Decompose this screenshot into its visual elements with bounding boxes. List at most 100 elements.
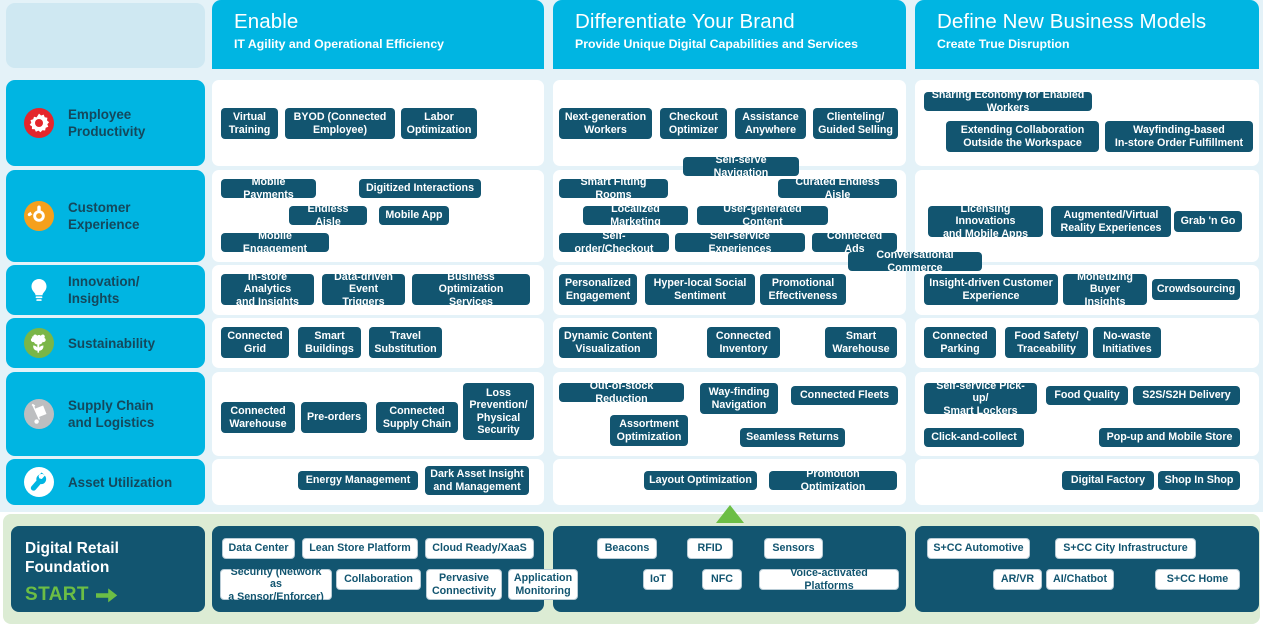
- chip-data-driven-event-triggers[interactable]: Data-driven Event Triggers: [322, 271, 405, 308]
- column-title: Define New Business Models: [937, 10, 1207, 33]
- chip-connected-warehouse[interactable]: Connected Warehouse: [221, 402, 295, 433]
- chip-promotion-optimization[interactable]: Promotion Optimization: [769, 468, 897, 493]
- chip-curated-endless-aisle[interactable]: Curated Endless Aisle: [778, 176, 897, 201]
- chip-s-cc-city-infrastructure[interactable]: S+CC City Infrastructure: [1055, 538, 1196, 559]
- chip-lean-store-platform[interactable]: Lean Store Platform: [302, 538, 418, 559]
- chip-self-serve-navigation[interactable]: Self-serve Navigation: [683, 154, 799, 179]
- column-subtitle: Provide Unique Digital Capabilities and …: [575, 37, 858, 51]
- chip-connected-inventory[interactable]: Connected Inventory: [707, 327, 780, 358]
- chip-voice-activated-platforms[interactable]: Voice-activated Platforms: [759, 567, 899, 592]
- chip-assistance-anywhere[interactable]: Assistance Anywhere: [735, 108, 806, 139]
- chip-data-center[interactable]: Data Center: [222, 538, 295, 559]
- chip-connected-fleets[interactable]: Connected Fleets: [791, 386, 898, 405]
- chip-pop-up-and-mobile-store[interactable]: Pop-up and Mobile Store: [1099, 428, 1240, 447]
- chip-self-order-checkout[interactable]: Self-order/Checkout: [559, 230, 669, 255]
- chip-s2s-s2h-delivery[interactable]: S2S/S2H Delivery: [1133, 386, 1240, 405]
- chip-sharing-economy-enabled-workers[interactable]: Sharing Economy for Enabled Workers: [924, 89, 1092, 114]
- chip-connected-ads[interactable]: Connected Ads: [812, 230, 897, 255]
- chip-application-monitoring[interactable]: Application Monitoring: [508, 569, 578, 600]
- chip-licensing-innovations[interactable]: Licensing Innovations and Mobile Apps: [928, 203, 1043, 240]
- chip-digitized-interactions[interactable]: Digitized Interactions: [359, 179, 481, 198]
- row-label-text: Innovation/ Insights: [68, 274, 140, 306]
- chip-insight-driven-customer-experience[interactable]: Insight-driven Customer Experience: [924, 274, 1058, 305]
- chip-wayfinding-based-fulfillment[interactable]: Wayfinding-based In-store Order Fulfillm…: [1105, 121, 1253, 152]
- chip-way-finding-navigation[interactable]: Way-finding Navigation: [700, 383, 778, 414]
- chip-endless-aisle[interactable]: Endless Aisle: [289, 203, 367, 228]
- chip-promotional-effectiveness[interactable]: Promotional Effectiveness: [760, 274, 846, 305]
- row-label-text: Asset Utilization: [68, 474, 173, 490]
- chip-food-quality[interactable]: Food Quality: [1046, 386, 1128, 405]
- chip-smart-warehouse[interactable]: Smart Warehouse: [825, 327, 897, 358]
- chip-click-and-collect[interactable]: Click-and-collect: [924, 428, 1024, 447]
- chip-user-generated-content[interactable]: User-generated Content: [697, 203, 828, 228]
- hand-truck-icon: [22, 397, 56, 431]
- chip-hyper-local-social-sentiment[interactable]: Hyper-local Social Sentiment: [645, 274, 755, 305]
- chip-labor-optimization[interactable]: Labor Optimization: [401, 108, 477, 139]
- chip-augmented-virtual-reality[interactable]: Augmented/Virtual Reality Experiences: [1051, 206, 1171, 237]
- chip-pre-orders[interactable]: Pre-orders: [301, 402, 367, 433]
- chip-connected-grid[interactable]: Connected Grid: [221, 327, 289, 358]
- chip-digital-factory[interactable]: Digital Factory: [1062, 471, 1154, 490]
- row-label-customer-experience[interactable]: Customer Experience: [6, 170, 205, 262]
- chip-rfid[interactable]: RFID: [687, 538, 733, 559]
- chip-business-optimization-services[interactable]: Business Optimization Services: [412, 271, 530, 308]
- row-label-supply-chain-and-logistics[interactable]: Supply Chain and Logistics: [6, 372, 205, 456]
- chip-next-generation-workers[interactable]: Next-generation Workers: [559, 108, 652, 139]
- chip-s-cc-home[interactable]: S+CC Home: [1155, 569, 1240, 590]
- chip-mobile-engagement[interactable]: Mobile Engagement: [221, 230, 329, 255]
- chip-conversational-commerce[interactable]: Conversational Commerce: [848, 249, 982, 274]
- gear-icon: [22, 106, 56, 140]
- chip-connected-supply-chain[interactable]: Connected Supply Chain: [376, 402, 458, 433]
- chip-connected-parking[interactable]: Connected Parking: [924, 327, 996, 358]
- row-label-sustainability[interactable]: Sustainability: [6, 318, 205, 368]
- chip-shop-in-shop[interactable]: Shop In Shop: [1158, 471, 1240, 490]
- chip-mobile-app[interactable]: Mobile App: [379, 206, 449, 225]
- chip-clienteling-guided-selling[interactable]: Clienteling/ Guided Selling: [813, 108, 898, 139]
- chip-layout-optimization[interactable]: Layout Optimization: [644, 471, 757, 490]
- chip-security-network-as-a-sensor[interactable]: Security (Network as a Sensor/Enforcer): [220, 566, 332, 603]
- chip-crowdsourcing[interactable]: Crowdsourcing: [1152, 279, 1240, 300]
- chip-travel-substitution[interactable]: Travel Substitution: [369, 327, 442, 358]
- chip-out-of-stock-reduction[interactable]: Out-of-stock Reduction: [559, 380, 684, 405]
- column-subtitle: Create True Disruption: [937, 37, 1070, 51]
- chip-mobile-payments[interactable]: Mobile Payments: [221, 176, 316, 201]
- chip-seamless-returns[interactable]: Seamless Returns: [740, 428, 845, 447]
- column-header-define: Define New Business Models Create True D…: [915, 0, 1259, 69]
- chip-virtual-training[interactable]: Virtual Training: [221, 108, 278, 139]
- chip-dynamic-content-visualization[interactable]: Dynamic Content Visualization: [559, 327, 657, 358]
- chip-cloud-ready-xaas[interactable]: Cloud Ready/XaaS: [425, 538, 534, 559]
- chip-self-service-pickup-smart-lockers[interactable]: Self-service Pick-up/ Smart Lockers: [924, 380, 1037, 417]
- chip-smart-buildings[interactable]: Smart Buildings: [298, 327, 361, 358]
- chip-no-waste-initiatives[interactable]: No-waste Initiatives: [1093, 327, 1161, 358]
- chip-sensors[interactable]: Sensors: [764, 538, 823, 559]
- chip-smart-fitting-rooms[interactable]: Smart Fitting Rooms: [559, 176, 668, 201]
- row-label-innovation-insights[interactable]: Innovation/ Insights: [6, 265, 205, 315]
- chip-assortment-optimization[interactable]: Assortment Optimization: [610, 415, 688, 446]
- chip-pervasive-connectivity[interactable]: Pervasive Connectivity: [426, 569, 502, 600]
- chip-extending-collaboration[interactable]: Extending Collaboration Outside the Work…: [946, 121, 1099, 152]
- chip-byod[interactable]: BYOD (Connected Employee): [285, 108, 395, 139]
- start-button[interactable]: START: [25, 584, 118, 606]
- chip-s-cc-automotive[interactable]: S+CC Automotive: [927, 538, 1030, 559]
- chip-grab-n-go[interactable]: Grab 'n Go: [1174, 211, 1242, 232]
- chip-iot[interactable]: IoT: [643, 569, 673, 590]
- chip-personalized-engagement[interactable]: Personalized Engagement: [559, 274, 637, 305]
- chip-checkout-optimizer[interactable]: Checkout Optimizer: [660, 108, 727, 139]
- chip-energy-management[interactable]: Energy Management: [298, 471, 418, 490]
- row-label-asset-utilization[interactable]: Asset Utilization: [6, 459, 205, 505]
- chip-collaboration[interactable]: Collaboration: [336, 569, 421, 590]
- chip-self-service-experiences[interactable]: Self-service Experiences: [675, 230, 805, 255]
- chip-localized-marketing[interactable]: Localized Marketing: [583, 203, 688, 228]
- chip-beacons[interactable]: Beacons: [597, 538, 657, 559]
- chip-monetizing-buyer-insights[interactable]: Monetizing Buyer Insights: [1063, 271, 1147, 308]
- chip-dark-asset-insight-management[interactable]: Dark Asset Insight and Management: [425, 466, 529, 495]
- customer-target-icon: [22, 199, 56, 233]
- chip-food-safety-traceability[interactable]: Food Safety/ Traceability: [1005, 327, 1088, 358]
- chip-ar-vr[interactable]: AR/VR: [993, 569, 1042, 590]
- chip-nfc[interactable]: NFC: [702, 569, 742, 590]
- row-label-employee-productivity[interactable]: Employee Productivity: [6, 80, 205, 166]
- chip-ai-chatbot[interactable]: AI/Chatbot: [1046, 569, 1114, 590]
- chip-loss-prevention-physical-security[interactable]: Loss Prevention/ Physical Security: [463, 383, 534, 440]
- chip-in-store-analytics[interactable]: In-store Analytics and Insights: [221, 271, 314, 308]
